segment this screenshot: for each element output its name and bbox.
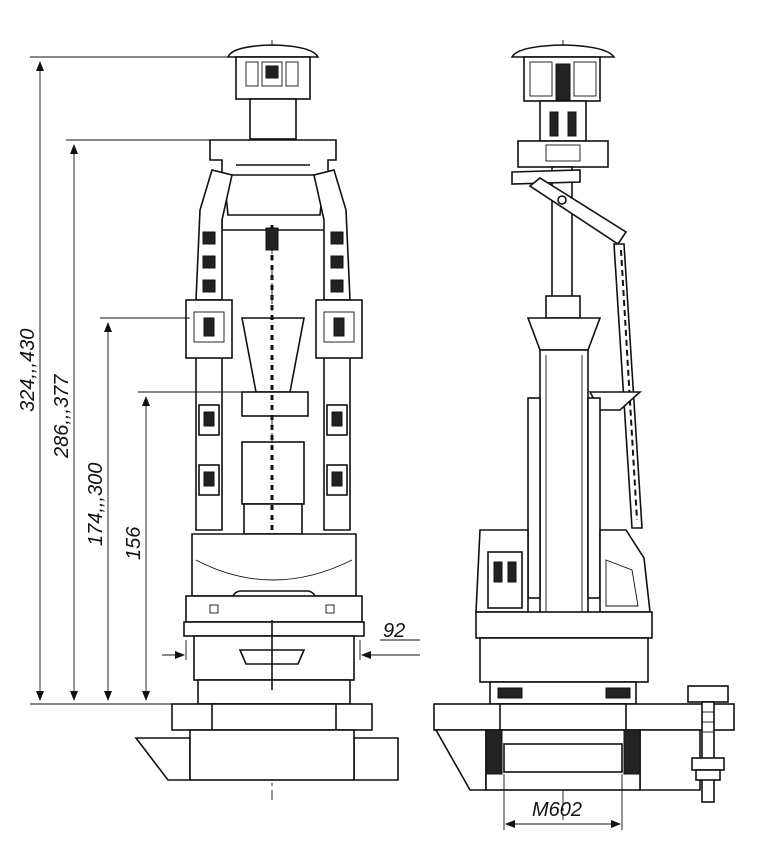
- side-section-view: M602: [433, 40, 735, 830]
- thread-dimension: M602: [503, 774, 623, 830]
- valve-base: [183, 533, 365, 705]
- width-dimension: 92: [162, 620, 420, 660]
- float-assembly: [241, 225, 309, 535]
- width-dimension-label: 92: [383, 620, 405, 642]
- side-lever: [511, 166, 628, 319]
- height-dimensions: 324,,,430 286,,,377 174,,,300 156: [17, 56, 244, 705]
- mounting-bolt: [687, 685, 729, 803]
- height-clamps: [185, 299, 363, 359]
- side-valve-body: [475, 529, 653, 705]
- overall-height-label: 324,,,430: [17, 329, 39, 412]
- tank-floor-side: [433, 703, 735, 791]
- thread-dimension-label: M602: [532, 799, 582, 821]
- tank-floor-front: [134, 703, 399, 781]
- frame-top: [209, 139, 337, 231]
- front-view: 92: [134, 40, 420, 800]
- push-button: [226, 44, 320, 140]
- frame-height-label: 286,,,377: [51, 374, 73, 459]
- side-float-chain: [588, 243, 643, 529]
- side-push-button: [510, 44, 616, 168]
- base-height-label: 156: [123, 526, 145, 560]
- float-height-label: 174,,,300: [85, 463, 107, 546]
